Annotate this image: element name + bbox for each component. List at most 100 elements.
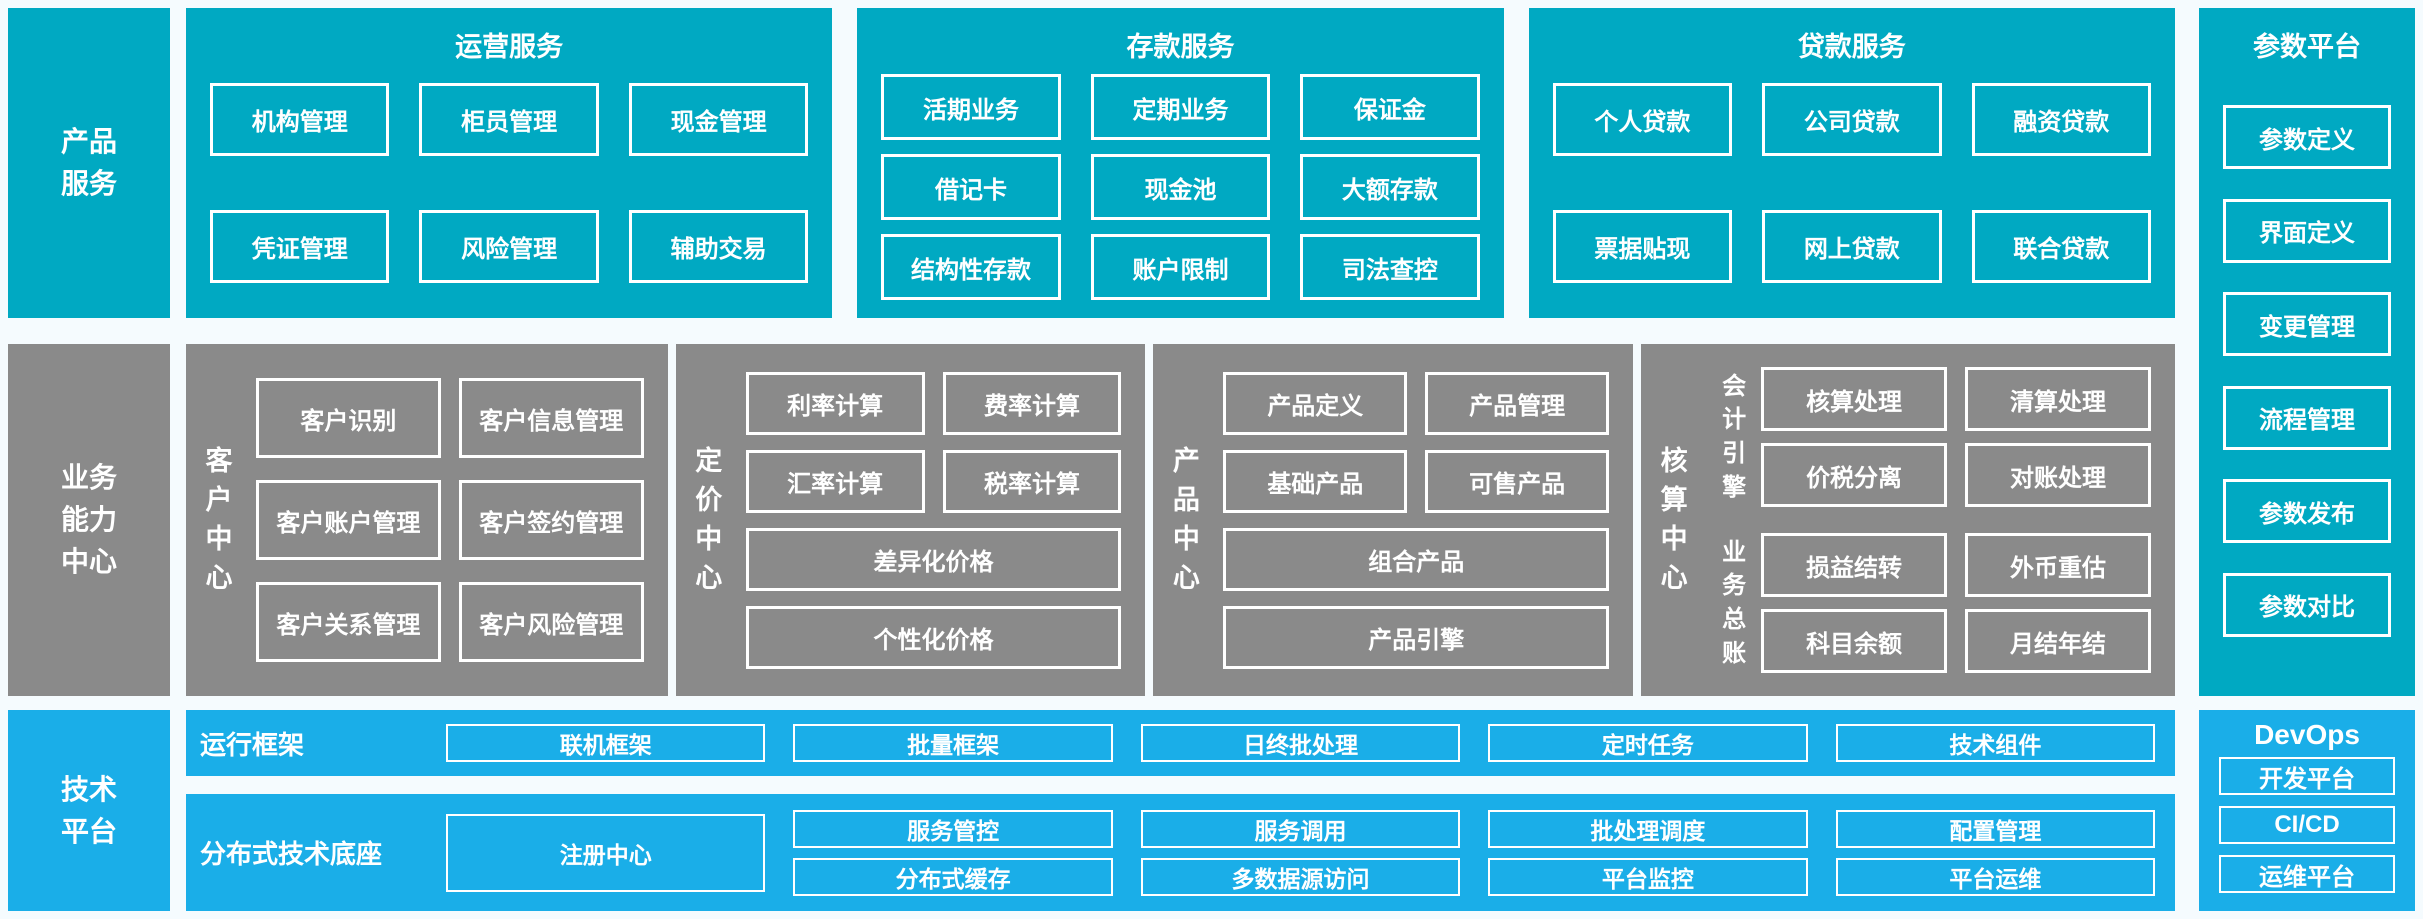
product-center-label: 产品中心 [1172, 445, 1200, 594]
clearing-processing-box: 清算处理 [1965, 367, 2151, 431]
subject-balance-box: 科目余额 [1761, 609, 1948, 673]
account-restriction-box: 账户限制 [1090, 234, 1271, 300]
cash-management-box: 现金管理 [628, 83, 809, 157]
runtime-framework-label: 运行框架 [200, 729, 305, 760]
business-ledger-label-wrap: 业务总账 [1707, 533, 1761, 673]
pricing-center-label-wrap: 定价中心 [676, 344, 742, 696]
customer-contract-management-box: 客户签约管理 [458, 480, 644, 560]
foreign-currency-revaluation-box: 外币重估 [1965, 533, 2151, 597]
platform-monitoring-box: 平台监控 [1488, 857, 1808, 896]
teller-management-box: 柜员管理 [419, 83, 599, 157]
customer-info-management-box: 客户信息管理 [458, 378, 644, 458]
month-year-end-closing-box: 月结年结 [1965, 609, 2151, 673]
online-loan-box: 网上贷款 [1762, 209, 1942, 283]
distributed-base-items: 注册中心 服务管控 分布式缓存 服务调用 多数据源访问 批处理调度 平台监控 配… [446, 809, 2156, 896]
debit-card-box: 借记卡 [881, 154, 1061, 220]
product-services-row: 运营服务 机构管理 柜员管理 现金管理 凭证管理 风险管理 辅助交易 存款服务 … [186, 8, 2175, 318]
ops-platform-box: 运维平台 [2219, 855, 2395, 893]
tax-rate-calc-box: 税率计算 [942, 449, 1122, 513]
price-tax-separation-box: 价税分离 [1761, 443, 1948, 507]
customer-center-label: 客户中心 [205, 445, 233, 594]
accounting-engine-label: 会计引擎 [1722, 372, 1747, 501]
technology-platform-row: 运行框架 联机框架 批量框架 日终批处理 定时任务 技术组件 分布式技术底座 注… [186, 710, 2175, 911]
demand-deposit-box: 活期业务 [881, 74, 1061, 140]
parameter-platform-list: 参数定义 界面定义 变更管理 流程管理 参数发布 参数对比 [2199, 70, 2415, 696]
personal-loan-box: 个人贷款 [1552, 83, 1733, 157]
accounting-center-label: 核算中心 [1660, 445, 1688, 594]
product-definition-box: 产品定义 [1223, 371, 1408, 435]
panel-product-center: 产品中心 产品定义 产品管理 基础产品 可售产品 组合产品 产品引擎 [1153, 344, 1634, 696]
structured-deposit-box: 结构性存款 [881, 234, 1061, 300]
accounting-processing-box: 核算处理 [1761, 367, 1948, 431]
eod-batch-processing-box: 日终批处理 [1140, 724, 1461, 762]
panel-parameter-platform: 参数平台 参数定义 界面定义 变更管理 流程管理 参数发布 参数对比 [2199, 8, 2415, 696]
dev-platform-box: 开发平台 [2219, 757, 2395, 795]
judicial-inquiry-control-box: 司法查控 [1300, 234, 1480, 300]
panel-operations-services: 运营服务 机构管理 柜员管理 现金管理 凭证管理 风险管理 辅助交易 [186, 8, 833, 318]
online-framework-box: 联机框架 [446, 724, 766, 762]
service-invocation-box: 服务调用 [1140, 809, 1461, 848]
distributed-base-label: 分布式技术底座 [200, 839, 383, 869]
platform-operations-box: 平台运维 [1835, 857, 2156, 896]
pricing-center-label: 定价中心 [695, 445, 723, 594]
accounting-engine-label-wrap: 会计引擎 [1707, 367, 1761, 507]
registry-center-box: 注册中心 [446, 813, 766, 892]
config-management-box: 配置管理 [1835, 809, 2156, 848]
strip-distributed-base: 分布式技术底座 注册中心 服务管控 分布式缓存 服务调用 多数据源访问 批处理调… [186, 794, 2175, 911]
business-capability-row: 客户中心 客户识别 客户信息管理 客户账户管理 客户签约管理 客户关系管理 客户… [186, 344, 2175, 696]
technical-component-box: 技术组件 [1835, 724, 2156, 762]
loan-services-grid: 个人贷款 公司贷款 融资贷款 票据贴现 网上贷款 联合贷款 [1529, 70, 2175, 318]
sellable-product-box: 可售产品 [1425, 449, 1610, 513]
multi-datasource-access-box: 多数据源访问 [1140, 857, 1461, 896]
product-center-label-wrap: 产品中心 [1153, 344, 1219, 696]
loan-services-title: 贷款服务 [1797, 32, 1906, 62]
bill-discount-box: 票据贴现 [1552, 209, 1733, 283]
parameter-comparison-box: 参数对比 [2223, 572, 2391, 637]
interest-rate-calc-box: 利率计算 [745, 371, 925, 435]
fee-rate-calc-box: 费率计算 [942, 371, 1122, 435]
customer-account-management-box: 客户账户管理 [256, 480, 441, 560]
business-ledger-label: 业务总账 [1722, 538, 1747, 667]
panel-customer-center: 客户中心 客户识别 客户信息管理 客户账户管理 客户签约管理 客户关系管理 客户… [186, 344, 668, 696]
corporate-loan-box: 公司贷款 [1762, 83, 1942, 157]
personalized-pricing-box: 个性化价格 [745, 605, 1122, 669]
large-deposit-box: 大额存款 [1300, 154, 1480, 220]
margin-deposit-box: 保证金 [1300, 74, 1480, 140]
financing-loan-box: 融资贷款 [1971, 83, 2151, 157]
pricing-center-grid: 利率计算 费率计算 汇率计算 税率计算 差异化价格 个性化价格 [742, 344, 1146, 696]
scheduled-task-box: 定时任务 [1488, 724, 1808, 762]
accounting-center-groups: 会计引擎 核算处理 清算处理 价税分离 对账处理 业务总账 损益结转 [1707, 344, 2175, 696]
devops-title: DevOps [2254, 719, 2360, 750]
customer-center-label-wrap: 客户中心 [186, 344, 252, 696]
deposit-services-title: 存款服务 [1126, 32, 1235, 62]
panel-devops: DevOps 开发平台 CI/CD 运维平台 [2199, 710, 2415, 911]
time-deposit-box: 定期业务 [1090, 74, 1271, 140]
deposit-services-grid: 活期业务 定期业务 保证金 借记卡 现金池 大额存款 结构性存款 账户限制 司法… [857, 70, 1503, 318]
profit-loss-carryover-box: 损益结转 [1761, 533, 1948, 597]
batch-scheduling-box: 批处理调度 [1488, 809, 1808, 848]
risk-management-box: 风险管理 [419, 209, 599, 283]
voucher-management-box: 凭证管理 [210, 209, 390, 283]
rail-technology-platform-label: 技术平台 [60, 773, 117, 847]
ui-definition-box: 界面定义 [2223, 198, 2391, 263]
cash-pool-box: 现金池 [1090, 154, 1271, 220]
operations-services-grid: 机构管理 柜员管理 现金管理 凭证管理 风险管理 辅助交易 [186, 70, 832, 318]
devops-list: 开发平台 CI/CD 运维平台 [2199, 755, 2415, 911]
batch-framework-box: 批量框架 [793, 724, 1113, 762]
process-management-box: 流程管理 [2223, 385, 2391, 450]
parameter-definition-box: 参数定义 [2223, 105, 2391, 170]
panel-accounting-center: 核算中心 会计引擎 核算处理 清算处理 价税分离 对账处理 业务 [1641, 344, 2175, 696]
panel-deposit-services: 存款服务 活期业务 定期业务 保证金 借记卡 现金池 大额存款 结构性存款 账户… [857, 8, 1504, 318]
exchange-rate-calc-box: 汇率计算 [745, 449, 925, 513]
product-engine-box: 产品引擎 [1223, 605, 1610, 669]
parameter-release-box: 参数发布 [2223, 479, 2391, 544]
rail-product-services-label: 产品服务 [60, 126, 117, 199]
customer-risk-management-box: 客户风险管理 [458, 582, 644, 662]
customer-relationship-management-box: 客户关系管理 [256, 582, 441, 662]
product-management-box: 产品管理 [1425, 371, 1610, 435]
institution-management-box: 机构管理 [210, 83, 390, 157]
ci-cd-box: CI/CD [2219, 806, 2395, 844]
differentiated-pricing-box: 差异化价格 [745, 527, 1122, 591]
panel-pricing-center: 定价中心 利率计算 费率计算 汇率计算 税率计算 差异化价格 个性化价格 [675, 344, 1146, 696]
